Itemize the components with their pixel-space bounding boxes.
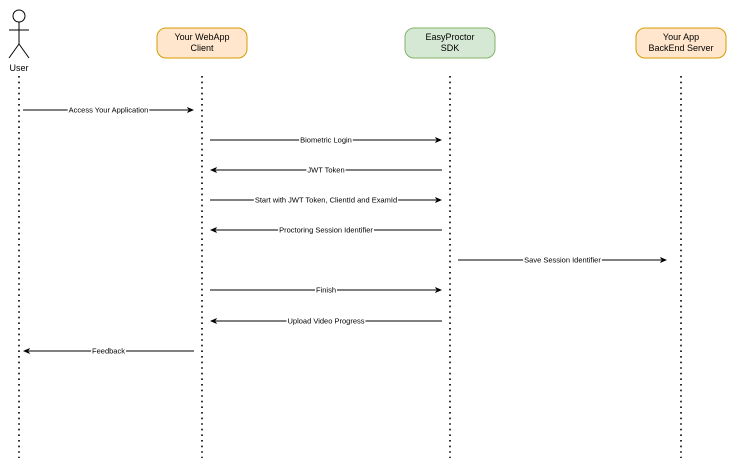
message-label: Biometric Login [300, 136, 352, 145]
arrowhead-icon [435, 287, 442, 293]
message-label-bg [286, 316, 366, 326]
participant-backend: Your App BackEnd Server [635, 27, 727, 59]
message-save-session-identifier: Save Session Identifier [458, 255, 667, 265]
arrowhead-icon [435, 137, 442, 143]
message-label: JWT Token [307, 166, 344, 175]
participant-webapp-line1: Your WebApp [174, 32, 229, 42]
participant-webapp-line2: Client [190, 43, 214, 53]
message-label-bg [67, 105, 150, 115]
participant-sdk-line2: SDK [441, 43, 460, 53]
message-label-bg [253, 195, 399, 205]
message-finish: Finish [210, 285, 442, 295]
arrowhead-icon [660, 257, 667, 263]
message-label-bg [306, 165, 346, 175]
message-label: Start with JWT Token, ClientId and ExamI… [255, 196, 397, 205]
message-label-bg [278, 225, 374, 235]
participant-sdk-line1: EasyProctor [425, 32, 474, 42]
arrowhead-icon [23, 348, 30, 354]
participant-backend-line1: Your App [663, 32, 699, 42]
arrowhead-icon [435, 197, 442, 203]
message-label: Save Session Identifier [524, 256, 601, 265]
participant-sdk: EasyProctor SDK [404, 27, 496, 59]
message-label: Upload Video Progress [288, 317, 365, 326]
message-proctoring-session-identifier: Proctoring Session Identifier [210, 225, 442, 235]
arrowhead-icon [210, 318, 217, 324]
message-biometric-login: Biometric Login [210, 135, 442, 145]
actor-user: User [8, 9, 30, 73]
message-label-bg [91, 346, 126, 356]
message-label-bg [314, 285, 338, 295]
actor-user-label: User [9, 63, 28, 73]
arrowhead-icon [187, 107, 194, 113]
message-label: Feedback [92, 347, 125, 356]
arrowhead-icon [210, 167, 217, 173]
participant-backend-line2: BackEnd Server [648, 43, 713, 53]
message-start-with-jwt-token: Start with JWT Token, ClientId and ExamI… [210, 195, 442, 205]
participant-webapp: Your WebApp Client [156, 27, 248, 59]
arrowhead-icon [210, 227, 217, 233]
message-label: Access Your Application [69, 106, 149, 115]
stick-figure-icon [8, 9, 30, 59]
message-label-bg [523, 255, 602, 265]
message-label-bg [299, 135, 353, 145]
message-label: Proctoring Session Identifier [279, 226, 373, 235]
message-feedback: Feedback [23, 346, 194, 356]
message-jwt-token: JWT Token [210, 165, 442, 175]
message-label: Finish [316, 286, 336, 295]
message-upload-video-progress: Upload Video Progress [210, 316, 442, 326]
message-access-your-application: Access Your Application [23, 105, 194, 115]
